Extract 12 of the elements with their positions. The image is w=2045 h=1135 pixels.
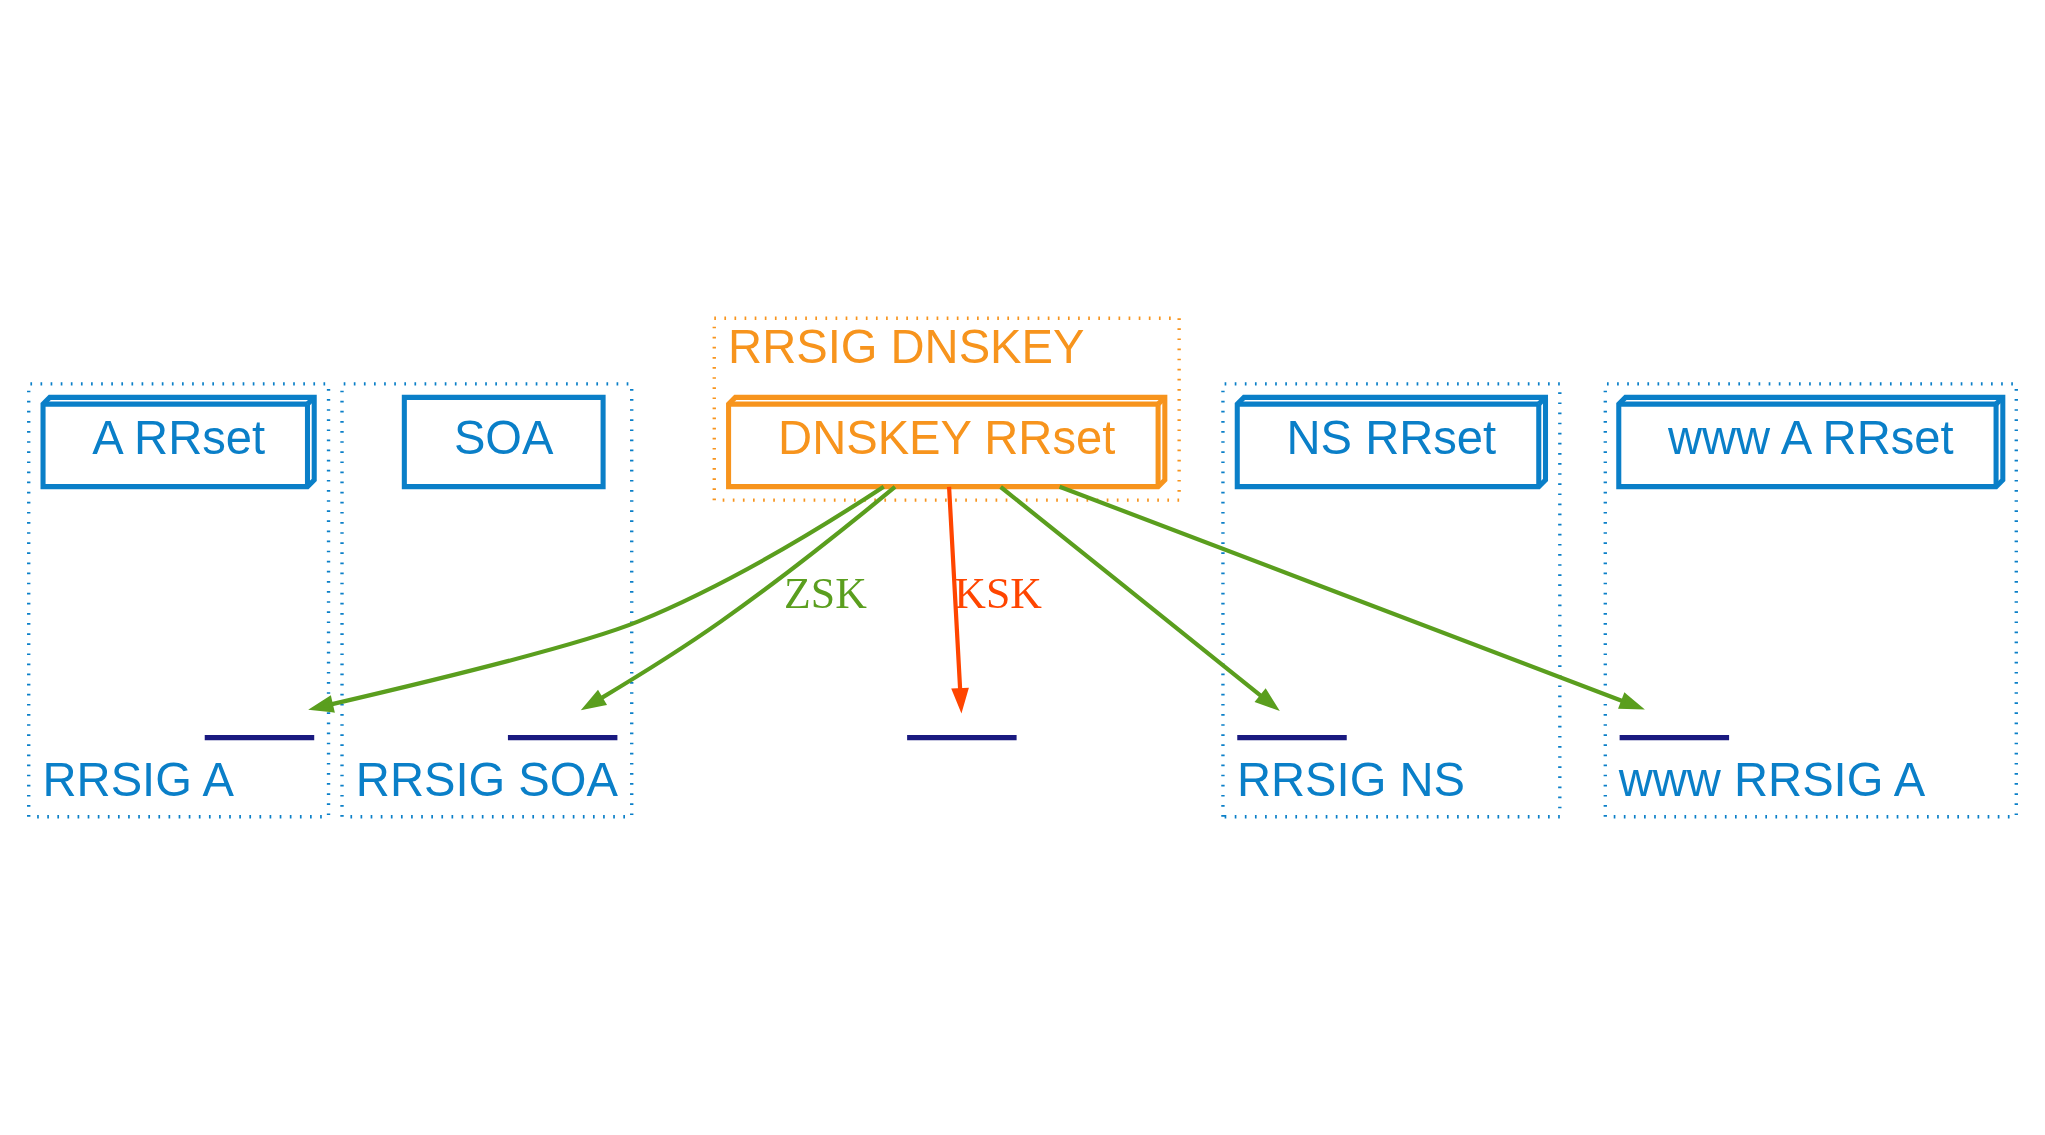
arrow <box>308 484 885 713</box>
node-signature <box>1619 735 1730 741</box>
edge-label: ZSK <box>784 568 867 617</box>
node-box: SOA <box>401 394 606 490</box>
arrow <box>946 486 969 714</box>
arrow <box>580 485 897 711</box>
node-signature <box>507 735 618 741</box>
arrow <box>1058 484 1645 710</box>
node-signature <box>907 735 1017 741</box>
arrow <box>999 485 1280 711</box>
node-signature <box>204 735 315 741</box>
node-signature <box>1237 735 1347 741</box>
